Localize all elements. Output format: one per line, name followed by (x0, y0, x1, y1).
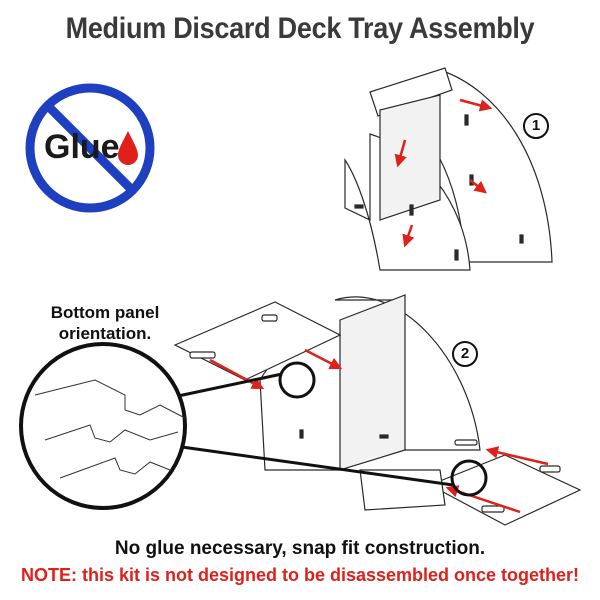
zoom-detail-circle (19, 342, 187, 510)
zoom-source-circle-left (278, 361, 316, 399)
step1-arrow (402, 224, 415, 248)
step2-arrow (209, 358, 265, 390)
bottom-panel-note-line1: Bottom panel (50, 303, 160, 322)
step1-divider (379, 94, 441, 221)
step-1-badge: 1 (523, 113, 549, 139)
step2-back-panel (334, 296, 481, 451)
step2-left-bottom-panel (173, 301, 342, 381)
step1-arrow (394, 139, 407, 168)
glue-label: Glue (44, 128, 120, 166)
zoom-callout (19, 342, 488, 510)
step-2-badge: 2 (452, 341, 478, 367)
zoom-detail-lines (34, 379, 186, 479)
step2-assembly (173, 294, 582, 526)
page-title: Medium Discard Deck Tray Assembly (65, 12, 535, 45)
glue-drop-icon (118, 131, 138, 165)
footer-note: No glue necessary, snap fit construction… (114, 538, 486, 559)
zoom-source-circle-right (450, 459, 488, 497)
step2-arrow (304, 348, 343, 370)
no-glue-prohibition-icon (25, 83, 155, 213)
step2-arrow (485, 446, 549, 466)
footer-warning: NOTE: this kit is not designed to be dis… (20, 565, 580, 585)
step1-assembly (344, 67, 553, 271)
step1-top-rail (369, 67, 453, 117)
bottom-panel-note: Bottom panel orientation. (30, 302, 180, 344)
step1-arrow (459, 98, 493, 112)
bottom-panel-note-line2: orientation. (58, 324, 152, 343)
step2-divider (339, 294, 406, 471)
step1-arrow (469, 179, 487, 194)
step2-base-strip (359, 469, 446, 511)
step2-arrows (209, 348, 549, 514)
step1-arrows (394, 98, 493, 248)
